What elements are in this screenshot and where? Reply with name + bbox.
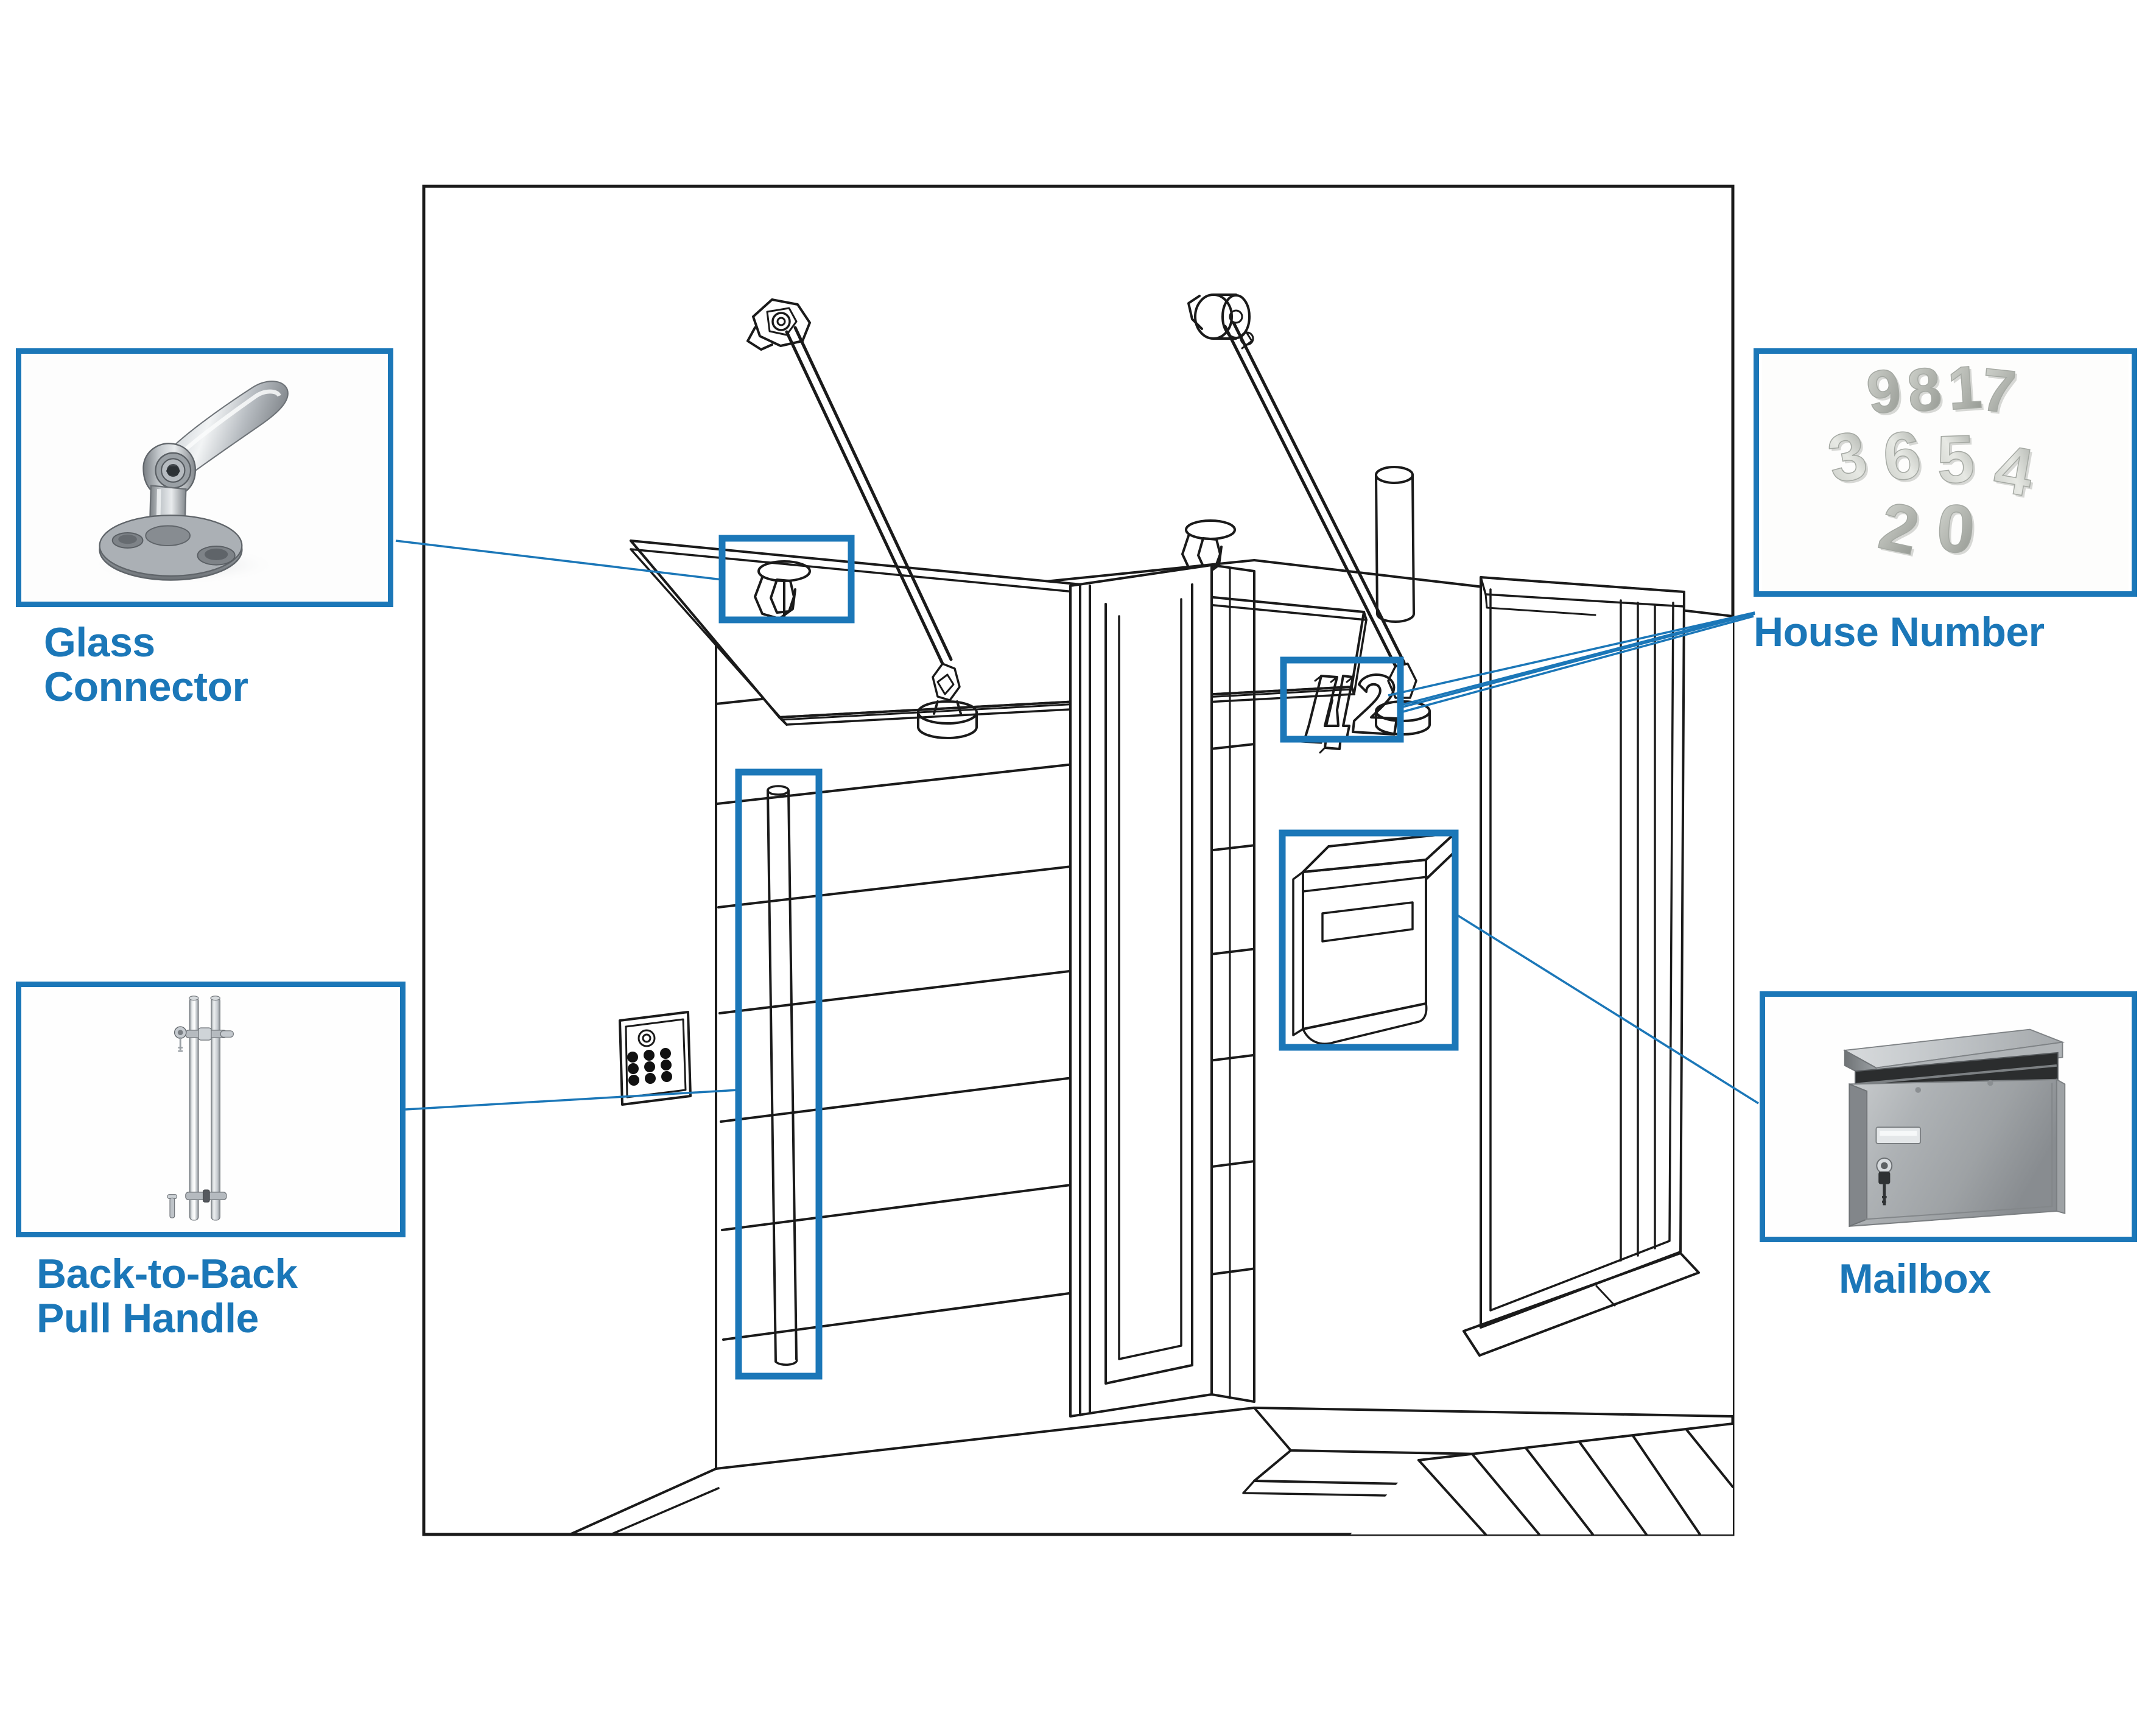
leader-line-42: [1400, 615, 1754, 714]
callout-mailbox-caption: Mailbox: [1760, 1256, 2149, 1302]
front-door: [1069, 564, 1255, 1418]
pull-handle-on-door: [767, 785, 798, 1366]
callout-house-number[interactable]: 9 8 1 7 3 6 5 4 2 0 9 8: [1754, 348, 2143, 655]
svg-text:1: 1: [1948, 356, 1986, 426]
svg-text:6: 6: [1883, 420, 1926, 497]
caption-line-2: Connector: [44, 664, 248, 711]
glass-connector-photo: [24, 354, 385, 602]
svg-text:6: 6: [1880, 417, 1924, 495]
caption-line-2: Pull Handle: [37, 1295, 259, 1342]
window: [1462, 576, 1700, 1357]
leader-line-mailbox: [1456, 913, 1759, 1105]
callout-glass-connector[interactable]: Glass Connector: [16, 348, 406, 710]
callout-pull-handle-frame: [16, 982, 406, 1237]
leader-line-house-number-lower: [1400, 611, 1755, 706]
svg-text:5: 5: [1938, 424, 1978, 500]
callout-house-number-frame: 9 8 1 7 3 6 5 4 2 0 9 8: [1754, 348, 2137, 597]
callout-mailbox[interactable]: Mailbox: [1760, 991, 2149, 1301]
callout-mailbox-frame: [1760, 991, 2137, 1242]
caption-line-1: Mailbox: [1839, 1256, 1991, 1302]
house-number-42-on-wall: [1299, 673, 1398, 754]
svg-text:8: 8: [1904, 354, 1945, 425]
house-number-photo: 9 8 1 7 3 6 5 4 2 0 9 8: [1761, 354, 2129, 591]
callout-glass-connector-caption: Glass Connector: [16, 620, 406, 710]
callout-pull-handle[interactable]: Back-to-Back Pull Handle: [16, 982, 406, 1341]
caption-line-1: House Number: [1754, 609, 2045, 655]
highlight-box-pull-handle[interactable]: [735, 768, 823, 1380]
svg-text:7: 7: [1978, 356, 2019, 426]
svg-text:7: 7: [1981, 358, 2021, 429]
highlight-box-house-number-42[interactable]: [1280, 656, 1404, 743]
caption-line-1: Back-to-Back: [37, 1251, 298, 1297]
canopy-support-rods: [746, 298, 978, 739]
highlight-box-glass-connector[interactable]: [718, 535, 855, 624]
svg-text:5: 5: [1936, 421, 1976, 497]
leader-line-pull-handle: [405, 1089, 739, 1111]
mailbox-on-wall: [1292, 832, 1456, 1045]
callout-glass-connector-frame: [16, 348, 393, 607]
highlight-box-mailbox[interactable]: [1279, 829, 1459, 1051]
svg-text:8: 8: [1906, 357, 1947, 427]
caption-line-1: Glass: [44, 619, 155, 666]
ground-and-steps: [424, 1407, 1733, 1534]
glass-connector-left: [754, 560, 811, 620]
svg-text:0: 0: [1937, 493, 1979, 570]
svg-text:0: 0: [1934, 490, 1977, 568]
leader-line-house-number-to-42: [1400, 613, 1755, 709]
keypad-lock: [619, 1011, 692, 1106]
callout-pull-handle-caption: Back-to-Back Pull Handle: [16, 1251, 406, 1342]
mailbox-photo: [1768, 997, 2129, 1237]
leader-line-house-number-upper: [1388, 611, 1755, 697]
pull-handle-photo: [24, 987, 398, 1232]
vertical-tube: [1375, 466, 1415, 623]
building-geometry: [424, 293, 1733, 1534]
callout-house-number-caption: House Number: [1754, 610, 2143, 655]
svg-text:1: 1: [1945, 354, 1984, 423]
leader-line-glass-connector: [395, 539, 723, 581]
